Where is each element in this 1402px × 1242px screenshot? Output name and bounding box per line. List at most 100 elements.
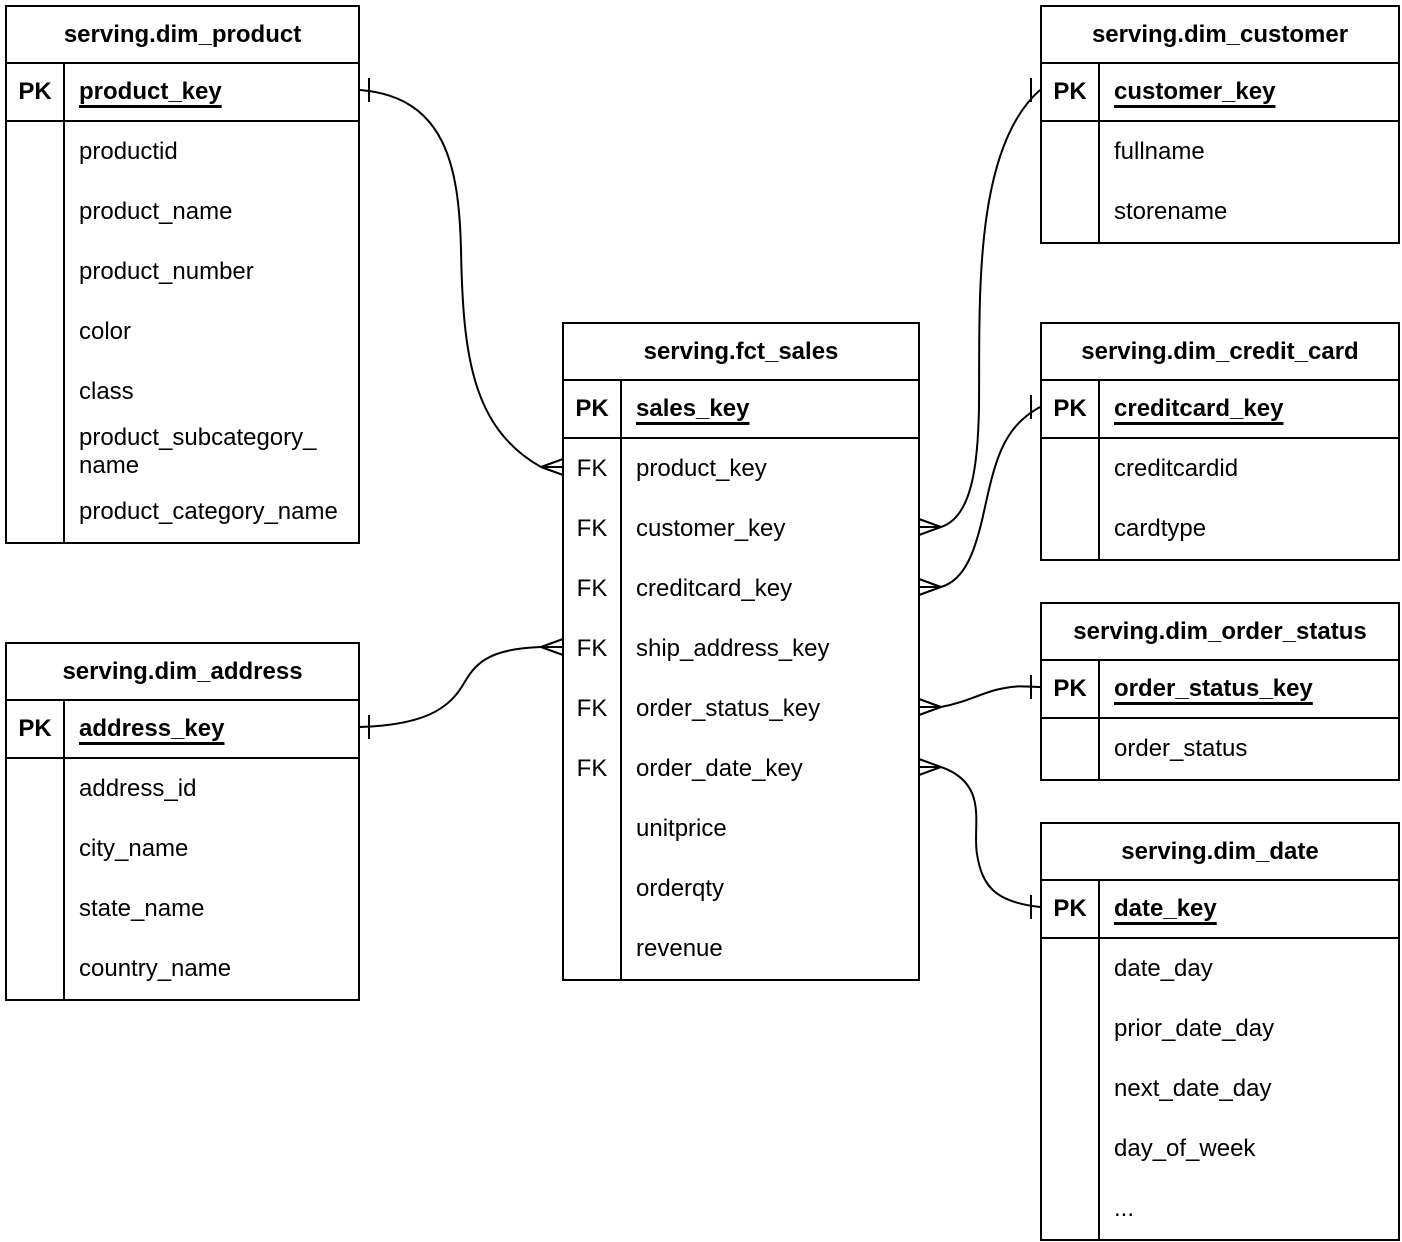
key-column: FK FK FK FK FK FK — [564, 439, 622, 979]
table-title: serving.dim_customer — [1042, 7, 1398, 64]
fk-badge: FK — [576, 575, 608, 602]
key-badge — [1042, 1059, 1098, 1119]
connector-fct-sales-creditcard-key — [918, 395, 1041, 596]
table-dim-order-status: serving.dim_order_status PK order_​statu… — [1040, 602, 1400, 781]
table-body: order_​status — [1042, 719, 1398, 779]
pk-row: PK order_​status_​key — [1042, 661, 1398, 719]
fk-badge: FK — [576, 755, 608, 782]
crow-foot-many-icon — [918, 698, 942, 716]
crow-foot-many-icon — [918, 578, 942, 596]
field-name: order_​status_​key — [636, 695, 821, 723]
key-badge — [1042, 1179, 1098, 1239]
crow-foot-many-icon — [918, 758, 942, 776]
field-column: order_​status — [1100, 719, 1398, 779]
key-badge — [7, 422, 63, 482]
field-name: state_​name — [79, 895, 205, 923]
field-name: product_​number — [79, 258, 254, 286]
key-badge — [7, 939, 63, 999]
fk-badge: FK — [576, 695, 608, 722]
relationship-line — [359, 646, 542, 728]
field-name: product_​key — [636, 455, 767, 483]
key-badge — [1042, 719, 1098, 779]
key-badge — [1042, 182, 1098, 242]
connector-fct-sales-order-status-key — [918, 675, 1041, 716]
relationship-line — [940, 685, 1041, 708]
field-name: class — [79, 378, 134, 406]
key-badge — [7, 879, 63, 939]
field-name: day_​of_​week — [1114, 1135, 1256, 1163]
table-title: serving.dim_address — [7, 644, 358, 701]
crow-foot-many-icon — [540, 458, 564, 476]
table-body: fullname storename — [1042, 122, 1398, 242]
field-name: customer_​key — [636, 515, 786, 543]
pk-field-name: date_​key — [1114, 895, 1217, 922]
key-badge — [7, 122, 63, 182]
relationship-line — [940, 766, 1041, 908]
table-fct-sales: serving.fct_sales PK sales_​key FK FK FK… — [562, 322, 920, 981]
field-name: product_​name — [79, 198, 233, 226]
field-name: fullname — [1114, 138, 1205, 166]
key-column — [1042, 719, 1100, 779]
connector-fct-sales-customer-key — [918, 78, 1041, 536]
table-title: serving.dim_credit_card — [1042, 324, 1398, 381]
key-column — [7, 759, 65, 999]
pk-field-name: product_​key — [79, 78, 222, 105]
field-name: ship_​address_​key — [636, 635, 830, 663]
fk-badge: FK — [576, 635, 608, 662]
field-column: creditcardid cardtype — [1100, 439, 1398, 559]
field-name: creditcard_​key — [636, 575, 793, 603]
pk-badge: PK — [7, 64, 65, 120]
field-name: product_​subcategory_​name — [79, 424, 317, 479]
key-column — [1042, 122, 1100, 242]
field-name: productid — [79, 138, 178, 166]
table-dim-credit-card: serving.dim_credit_card PK creditcard_​k… — [1040, 322, 1400, 561]
key-badge — [564, 919, 620, 979]
field-name: address_​id — [79, 775, 197, 803]
field-column: date_​day prior_​date_​day next_​date_​d… — [1100, 939, 1398, 1239]
key-badge — [7, 482, 63, 542]
key-badge — [1042, 1119, 1098, 1179]
key-badge — [564, 859, 620, 919]
pk-row: PK sales_​key — [564, 381, 918, 439]
key-badge — [1042, 122, 1098, 182]
crow-foot-many-icon — [540, 638, 564, 656]
relationship-line — [359, 89, 542, 468]
table-body: creditcardid cardtype — [1042, 439, 1398, 559]
field-name: prior_​date_​day — [1114, 1015, 1275, 1043]
pk-badge: PK — [1042, 661, 1100, 717]
pk-field-name: sales_​key — [636, 395, 750, 422]
field-name: storename — [1114, 198, 1228, 226]
field-name: orderqty — [636, 875, 725, 903]
key-badge — [7, 302, 63, 362]
table-body: address_​id city_​name state_​name count… — [7, 759, 358, 999]
field-name: cardtype — [1114, 515, 1207, 543]
pk-field-name: customer_​key — [1114, 78, 1276, 105]
field-name: unitprice — [636, 815, 727, 843]
pk-field-name: creditcard_​key — [1114, 395, 1284, 422]
pk-badge: PK — [1042, 881, 1100, 937]
key-badge — [7, 242, 63, 302]
relationship-line — [940, 89, 1041, 528]
table-body: FK FK FK FK FK FK product_​key customer_… — [564, 439, 918, 979]
field-name: date_​day — [1114, 955, 1213, 983]
table-dim-address: serving.dim_address PK address_​key addr… — [5, 642, 360, 1001]
pk-row: PK address_​key — [7, 701, 358, 759]
pk-badge: PK — [1042, 64, 1100, 120]
pk-field-name: order_​status_​key — [1114, 675, 1313, 702]
table-title: serving.dim_product — [7, 7, 358, 64]
key-badge — [7, 819, 63, 879]
connector-fct-sales-product-key — [359, 78, 564, 476]
field-column: address_​id city_​name state_​name count… — [65, 759, 358, 999]
fk-badge: FK — [576, 515, 608, 542]
key-badge — [1042, 939, 1098, 999]
field-name: next_​date_​day — [1114, 1075, 1272, 1103]
connector-fct-sales-order-date-key — [918, 758, 1041, 919]
field-name: revenue — [636, 935, 723, 963]
table-dim-customer: serving.dim_customer PK customer_​key fu… — [1040, 5, 1400, 244]
key-column — [1042, 939, 1100, 1239]
crow-foot-many-icon — [918, 518, 942, 536]
field-column: productid product_​name product_​number … — [65, 122, 358, 542]
relationship-line — [940, 406, 1041, 588]
field-name: order_​status — [1114, 735, 1248, 763]
pk-badge: PK — [7, 701, 65, 757]
